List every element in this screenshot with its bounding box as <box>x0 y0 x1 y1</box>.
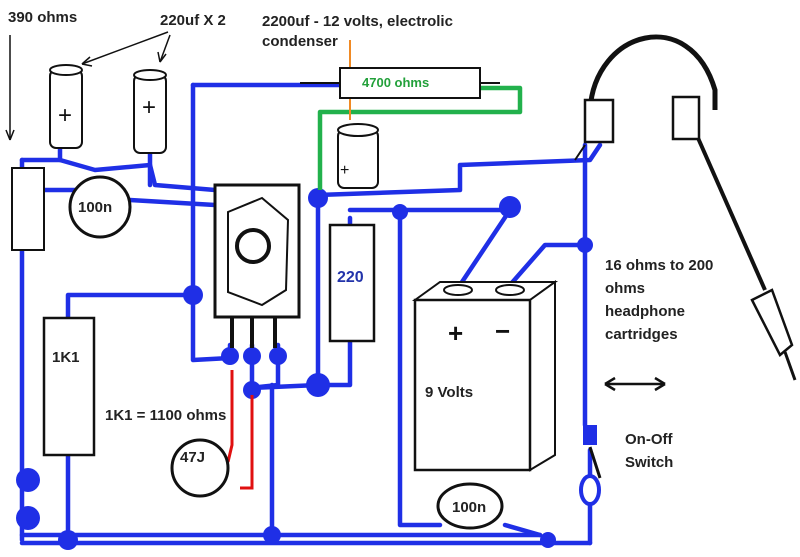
capacitor-47j <box>170 438 230 498</box>
capacitor-100n-top <box>68 175 132 239</box>
label-2200uf-line2: condenser <box>262 33 338 50</box>
on-off-switch <box>579 425 602 506</box>
double-arrow-icon <box>604 376 666 392</box>
label-battery-minus: − <box>495 316 510 346</box>
battery-9v <box>411 280 559 472</box>
svg-text:+: + <box>58 102 72 129</box>
label-220: 220 <box>337 269 364 286</box>
label-battery-plus: + <box>448 318 463 348</box>
label-headphone-line1: 16 ohms to 200 <box>605 257 713 274</box>
label-100n-bottom: 100n <box>452 499 486 516</box>
label-headphone-line3: headphone <box>605 303 685 320</box>
pointer-arrows <box>5 31 171 141</box>
transistor-ic <box>213 183 301 348</box>
red-wire <box>226 370 254 490</box>
capacitor-100n-bottom <box>436 482 504 530</box>
label-switch-line2: Switch <box>625 454 673 471</box>
resistor-220 <box>328 223 376 343</box>
label-220uf-x2: 220uf X 2 <box>160 12 226 29</box>
label-390-ohms: 390 ohms <box>8 9 77 26</box>
capacitor-220uf-right: + <box>133 69 167 154</box>
green-wire <box>317 85 523 190</box>
resistor-1k1 <box>42 316 96 457</box>
label-9-volts: 9 Volts <box>425 384 473 401</box>
resistor-390 <box>11 167 45 251</box>
capacitor-2200uf: + <box>337 123 379 189</box>
junction-dots <box>16 188 593 550</box>
label-47j: 47J <box>180 449 205 466</box>
label-100n-top: 100n <box>78 199 112 216</box>
label-headphone-line2: ohms <box>605 280 645 297</box>
capacitor-220uf-left: + <box>49 64 83 149</box>
label-1k1: 1K1 <box>52 349 80 366</box>
svg-text:+: + <box>340 162 349 179</box>
label-1k1-note: 1K1 = 1100 ohms <box>105 407 226 424</box>
headphone-icon <box>574 34 797 381</box>
label-switch-line1: On-Off <box>625 431 673 448</box>
labels: 390 ohms 220uf X 2 2200uf - 12 volts, el… <box>8 9 713 516</box>
label-2200uf-line1: 2200uf - 12 volts, electrolic <box>262 13 453 30</box>
svg-text:+: + <box>142 94 156 121</box>
label-4700-ohms: 4700 ohms <box>362 75 429 90</box>
label-headphone-line4: cartridges <box>605 326 678 343</box>
